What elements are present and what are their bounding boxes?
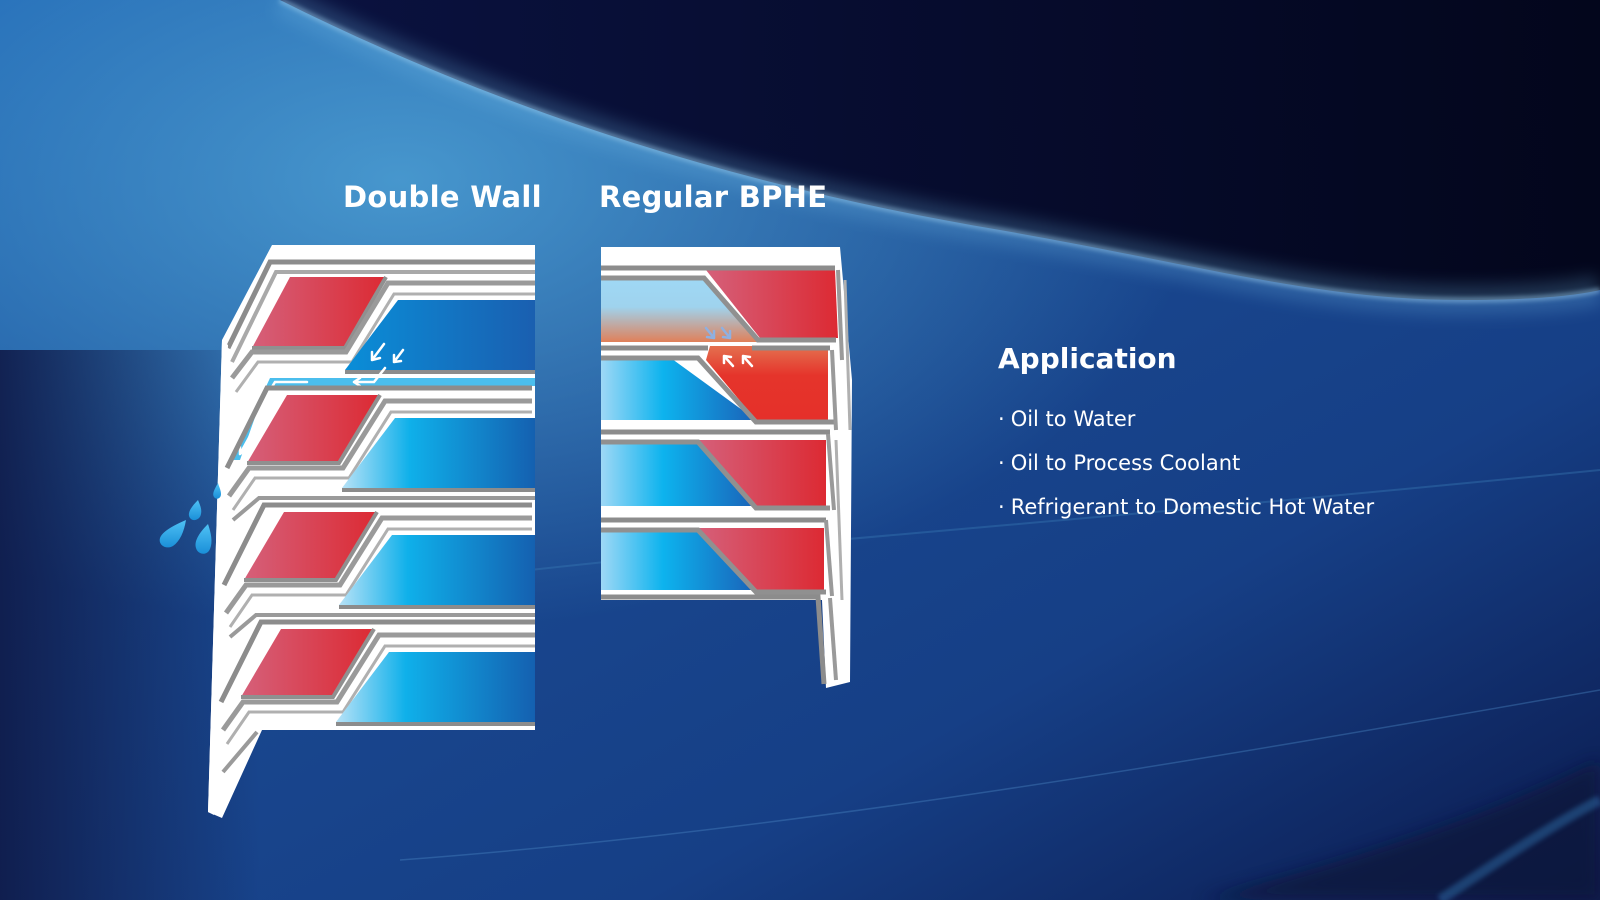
application-item: ·Oil to Water [998,404,1374,448]
bullet-icon: · [998,407,1005,431]
application-item-label: Oil to Process Coolant [1010,451,1241,475]
application-item: ·Refrigerant to Domestic Hot Water [998,492,1374,536]
leak-arrows-icon [238,342,405,456]
double-wall-title: Double Wall [343,180,542,214]
application-heading: Application [998,342,1177,375]
bullet-icon: · [998,495,1005,519]
application-item-label: Refrigerant to Domestic Hot Water [1010,495,1375,519]
application-item-label: Oil to Water [1010,407,1136,431]
regular-bphe-title: Regular BPHE [599,180,828,214]
regular-bphe-diagram [601,247,852,688]
application-list: ·Oil to Water ·Oil to Process Coolant ·R… [998,404,1374,536]
bullet-icon: · [998,451,1005,475]
application-item: ·Oil to Process Coolant [998,448,1374,492]
water-drops-icon [159,483,221,554]
double-wall-diagram [159,245,535,818]
leak-arrows-icon [704,326,754,368]
